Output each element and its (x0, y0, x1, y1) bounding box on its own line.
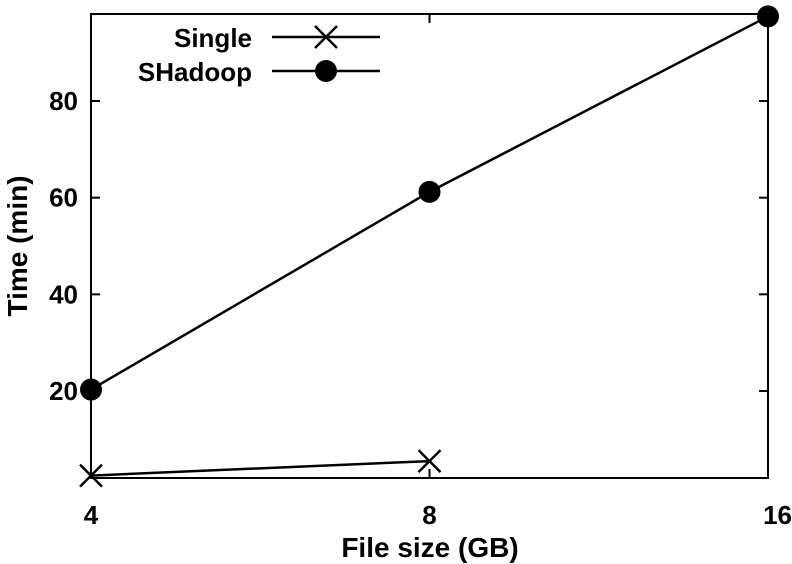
legend-symbol-single (314, 25, 338, 49)
data-point-single-4-stroke-b (79, 463, 103, 488)
y-tick-label-60: 60 (49, 183, 78, 213)
y-tick-label-80: 80 (49, 86, 78, 116)
data-point-single-8 (417, 449, 442, 473)
y-axis-label: Time (min) (2, 175, 33, 316)
x-axis-label: File size (GB) (341, 532, 518, 563)
legend-marker-single (314, 25, 338, 49)
legend-item-shadoop: SHadoop (138, 57, 380, 87)
data-point-shadoop-16 (757, 5, 779, 28)
x-tick-label-16: 16 (763, 500, 792, 530)
data-point-shadoop-8 (418, 180, 441, 203)
legend-marker-shadoop (315, 60, 337, 82)
legend-label-single: Single (174, 23, 252, 53)
data-point-shadoop-4 (80, 378, 102, 401)
legend-symbol-single-stroke-b (314, 25, 338, 49)
legend-item-single: Single (174, 23, 380, 53)
data-point-single-4 (79, 463, 103, 488)
y-tick-label-20: 20 (49, 376, 78, 406)
x-tick-label-4: 4 (84, 500, 99, 530)
legend-symbol-shadoop (315, 60, 337, 82)
y-tick-label-40: 40 (49, 279, 78, 309)
data-point-single-8-stroke-b (417, 449, 442, 473)
x-tick-label-8: 8 (422, 500, 436, 530)
y-axis-ticks: 20 40 60 80 (49, 86, 768, 406)
legend: Single SHadoop (138, 23, 380, 87)
legend-label-shadoop: SHadoop (138, 57, 252, 87)
x-axis-ticks: 4 8 16 (84, 14, 792, 530)
series-line-single (90, 459, 430, 477)
series-layer (79, 5, 779, 488)
